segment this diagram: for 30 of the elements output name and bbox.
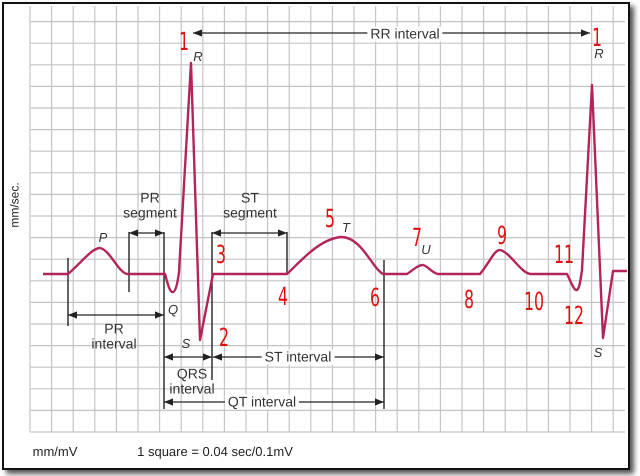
scale-note: 1 square = 0.04 sec/0.1mV — [137, 445, 293, 459]
callout-number: 10 — [524, 288, 544, 316]
interval-label: QRS interval — [168, 366, 216, 396]
callout-number: 8 — [464, 286, 474, 314]
callout-number: 1 — [179, 28, 189, 56]
wave-label: S — [594, 346, 602, 360]
callout-number: 5 — [325, 206, 335, 232]
wave-label: U — [421, 243, 431, 257]
callout-number: 4 — [278, 284, 288, 310]
interval-label: ST segment — [222, 190, 278, 220]
callout-number: 2 — [219, 324, 229, 352]
callout-number: 3 — [216, 242, 226, 268]
wave-label: R — [193, 50, 203, 64]
callout-number: 12 — [564, 302, 584, 330]
callout-number: 9 — [497, 222, 507, 250]
scale-note: mm/mV — [32, 445, 78, 459]
interval-label: QT interval — [224, 394, 300, 410]
axis-label: mm/sec. — [8, 182, 22, 228]
interval-label: PR interval — [90, 321, 138, 351]
wave-label: P — [98, 231, 108, 245]
interval-label: PR segment — [122, 190, 178, 220]
callout-number: 11 — [554, 242, 574, 268]
wave-label: Q — [168, 303, 178, 317]
interval-label: ST interval — [262, 350, 334, 364]
wave-label: S — [182, 337, 190, 351]
wave-label: R — [594, 47, 604, 61]
callout-number: 7 — [412, 224, 422, 252]
callout-number: 6 — [370, 284, 380, 312]
interval-label: RR interval — [367, 26, 443, 42]
wave-label: T — [342, 221, 350, 235]
